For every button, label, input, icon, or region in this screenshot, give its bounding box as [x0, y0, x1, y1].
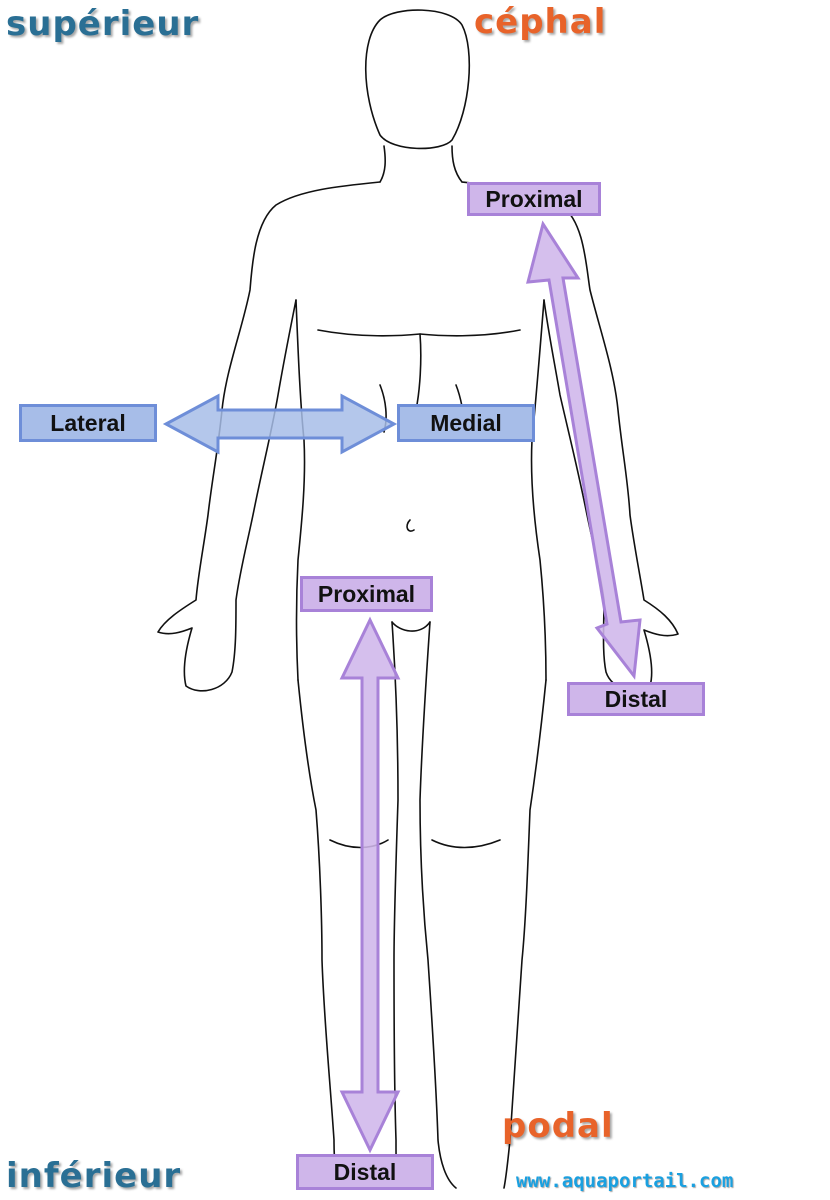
proximal-arm-label: Proximal	[467, 182, 601, 216]
proximal-leg-label: Proximal	[300, 576, 433, 612]
inferieur-label: inférieur	[6, 1156, 182, 1196]
arm-proximal-distal-arrow	[526, 220, 642, 680]
lateral-label: Lateral	[19, 404, 157, 442]
podal-label: podal	[502, 1106, 614, 1146]
medial-label: Medial	[397, 404, 535, 442]
leg-proximal-distal-arrow	[339, 616, 401, 1154]
site-watermark: www.aquaportail.com	[516, 1170, 734, 1192]
lateral-medial-arrow	[162, 393, 398, 455]
superieur-label: supérieur	[6, 4, 200, 44]
distal-arm-label: Distal	[567, 682, 705, 716]
distal-leg-label: Distal	[296, 1154, 434, 1190]
cephal-label: céphal	[474, 2, 607, 42]
